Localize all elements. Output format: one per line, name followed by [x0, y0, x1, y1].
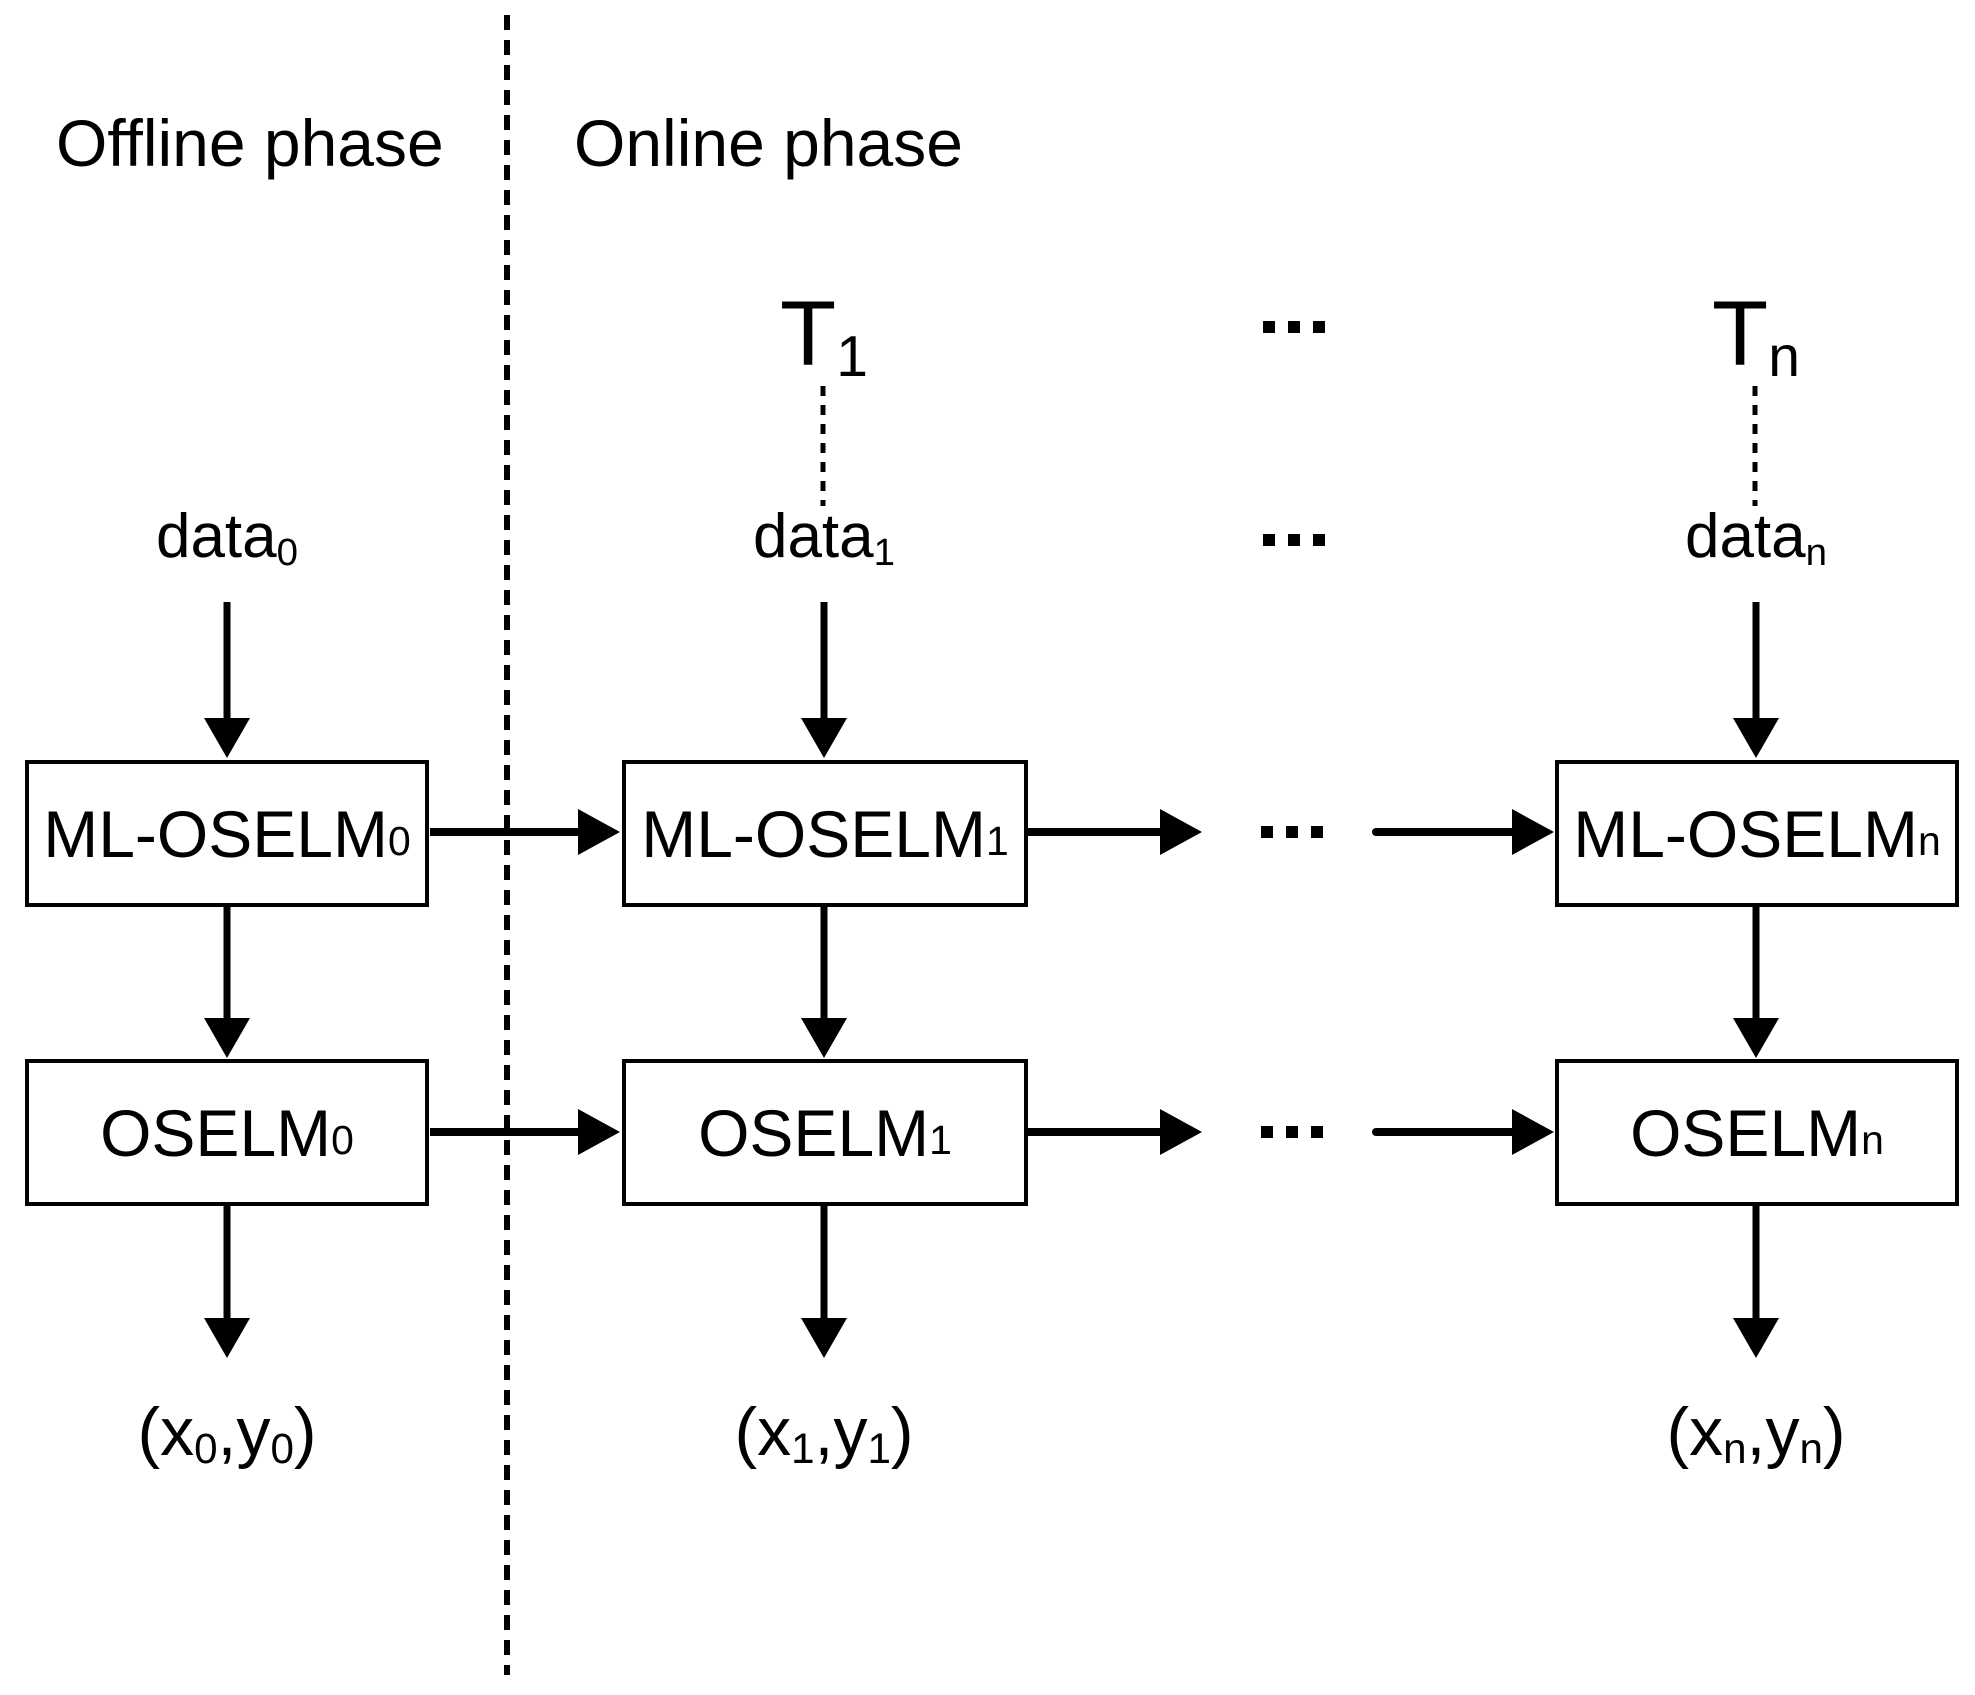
ml-oselmn-subscript: n — [1917, 818, 1941, 865]
ml-oselmn-label: ML-OSELM — [1573, 796, 1918, 871]
oselmn-label: OSELM — [1630, 1095, 1862, 1170]
datan-base: data — [1684, 502, 1806, 571]
output0-open: (x — [137, 1394, 195, 1470]
t1-label: T1 — [624, 288, 1024, 386]
arrow-data0-to-mloselm0 — [204, 602, 250, 758]
arrow-oselm1-to-ellipsis — [1028, 1109, 1202, 1155]
arrow-mloselm1-to-ellipsis — [1028, 809, 1202, 855]
output0-label: (x0,y0) — [27, 1398, 427, 1470]
ellipsis-dot — [1311, 1126, 1323, 1138]
arrow-oselm0-to-output0 — [204, 1206, 250, 1358]
arrow-oselm1-to-output1 — [801, 1206, 847, 1358]
arrow-mloselmn-to-oselmn — [1733, 906, 1779, 1058]
oselm1-label: OSELM — [698, 1095, 930, 1170]
arrow-oselm0-to-oselm1 — [430, 1109, 620, 1155]
output0-close: ) — [293, 1394, 317, 1470]
datan-label: datan — [1556, 506, 1956, 572]
tn-label: Tn — [1556, 288, 1956, 386]
arrow-data1-to-mloselm1 — [801, 602, 847, 758]
output1-mid: ,y — [814, 1394, 868, 1470]
oselm0-subscript: 0 — [331, 1117, 354, 1164]
outputn-mid: ,y — [1746, 1394, 1800, 1470]
t1-base: T — [780, 283, 837, 385]
arrow-ellipsis-to-oselmn — [1372, 1109, 1554, 1155]
data1-subscript: 1 — [873, 530, 896, 574]
output1-open: (x — [734, 1394, 792, 1470]
tn-base: T — [1712, 283, 1769, 385]
output0-mid: ,y — [217, 1394, 271, 1470]
tn-subscript: n — [1768, 325, 1800, 390]
arrow-mloselm1-to-oselm1 — [801, 906, 847, 1058]
output1-sub-x: 1 — [791, 1425, 815, 1473]
output1-sub-y: 1 — [867, 1425, 891, 1473]
ellipsis-icon-mloselm-row — [1261, 826, 1323, 838]
ellipsis-dot — [1263, 534, 1275, 546]
outputn-sub-x: n — [1723, 1425, 1747, 1473]
arrow-oselmn-to-outputn — [1733, 1206, 1779, 1358]
oselm1-subscript: 1 — [929, 1117, 952, 1164]
ellipsis-icon-oselm-row — [1261, 1126, 1323, 1138]
data1-label: data1 — [624, 506, 1024, 572]
data0-label: data0 — [27, 506, 427, 572]
ellipsis-dot — [1263, 321, 1275, 333]
ellipsis-dot — [1286, 1126, 1298, 1138]
output0-sub-y: 0 — [270, 1425, 294, 1473]
ml-oselm0-label: ML-OSELM — [43, 796, 388, 871]
arrow-datan-to-mloselmn — [1733, 602, 1779, 758]
arrow-mloselm0-to-oselm0 — [204, 906, 250, 1058]
data0-subscript: 0 — [276, 530, 299, 574]
data1-base: data — [752, 502, 874, 571]
ellipsis-icon-data-row — [1263, 534, 1325, 546]
arrow-ellipsis-to-mloselmn — [1372, 809, 1554, 855]
outputn-sub-y: n — [1799, 1425, 1823, 1473]
ml-oselm0-subscript: 0 — [387, 818, 411, 865]
output0-sub-x: 0 — [194, 1425, 218, 1473]
output1-close: ) — [890, 1394, 914, 1470]
arrow-mloselm0-to-mloselm1 — [430, 809, 620, 855]
ellipsis-dot — [1288, 534, 1300, 546]
outputn-label: (xn,yn) — [1556, 1398, 1956, 1470]
t1-subscript: 1 — [836, 325, 868, 390]
ellipsis-icon-t-row — [1263, 321, 1325, 333]
oselm0-label: OSELM — [100, 1095, 332, 1170]
ellipsis-dot — [1311, 826, 1323, 838]
ellipsis-dot — [1286, 826, 1298, 838]
ml-oselm1-label: ML-OSELM — [641, 796, 986, 871]
ellipsis-dot — [1261, 1126, 1273, 1138]
outputn-close: ) — [1822, 1394, 1846, 1470]
ellipsis-dot — [1261, 826, 1273, 838]
ellipsis-dot — [1288, 321, 1300, 333]
ml-oselm1-subscript: 1 — [985, 818, 1009, 865]
phase-label-online: Online phase — [574, 106, 963, 180]
datan-subscript: n — [1805, 530, 1828, 574]
data0-base: data — [155, 502, 277, 571]
outputn-open: (x — [1666, 1394, 1724, 1470]
ellipsis-dot — [1313, 321, 1325, 333]
output1-label: (x1,y1) — [624, 1398, 1024, 1470]
ellipsis-dot — [1313, 534, 1325, 546]
oselmn-subscript: n — [1861, 1117, 1884, 1164]
phase-label-offline: Offline phase — [56, 106, 444, 180]
